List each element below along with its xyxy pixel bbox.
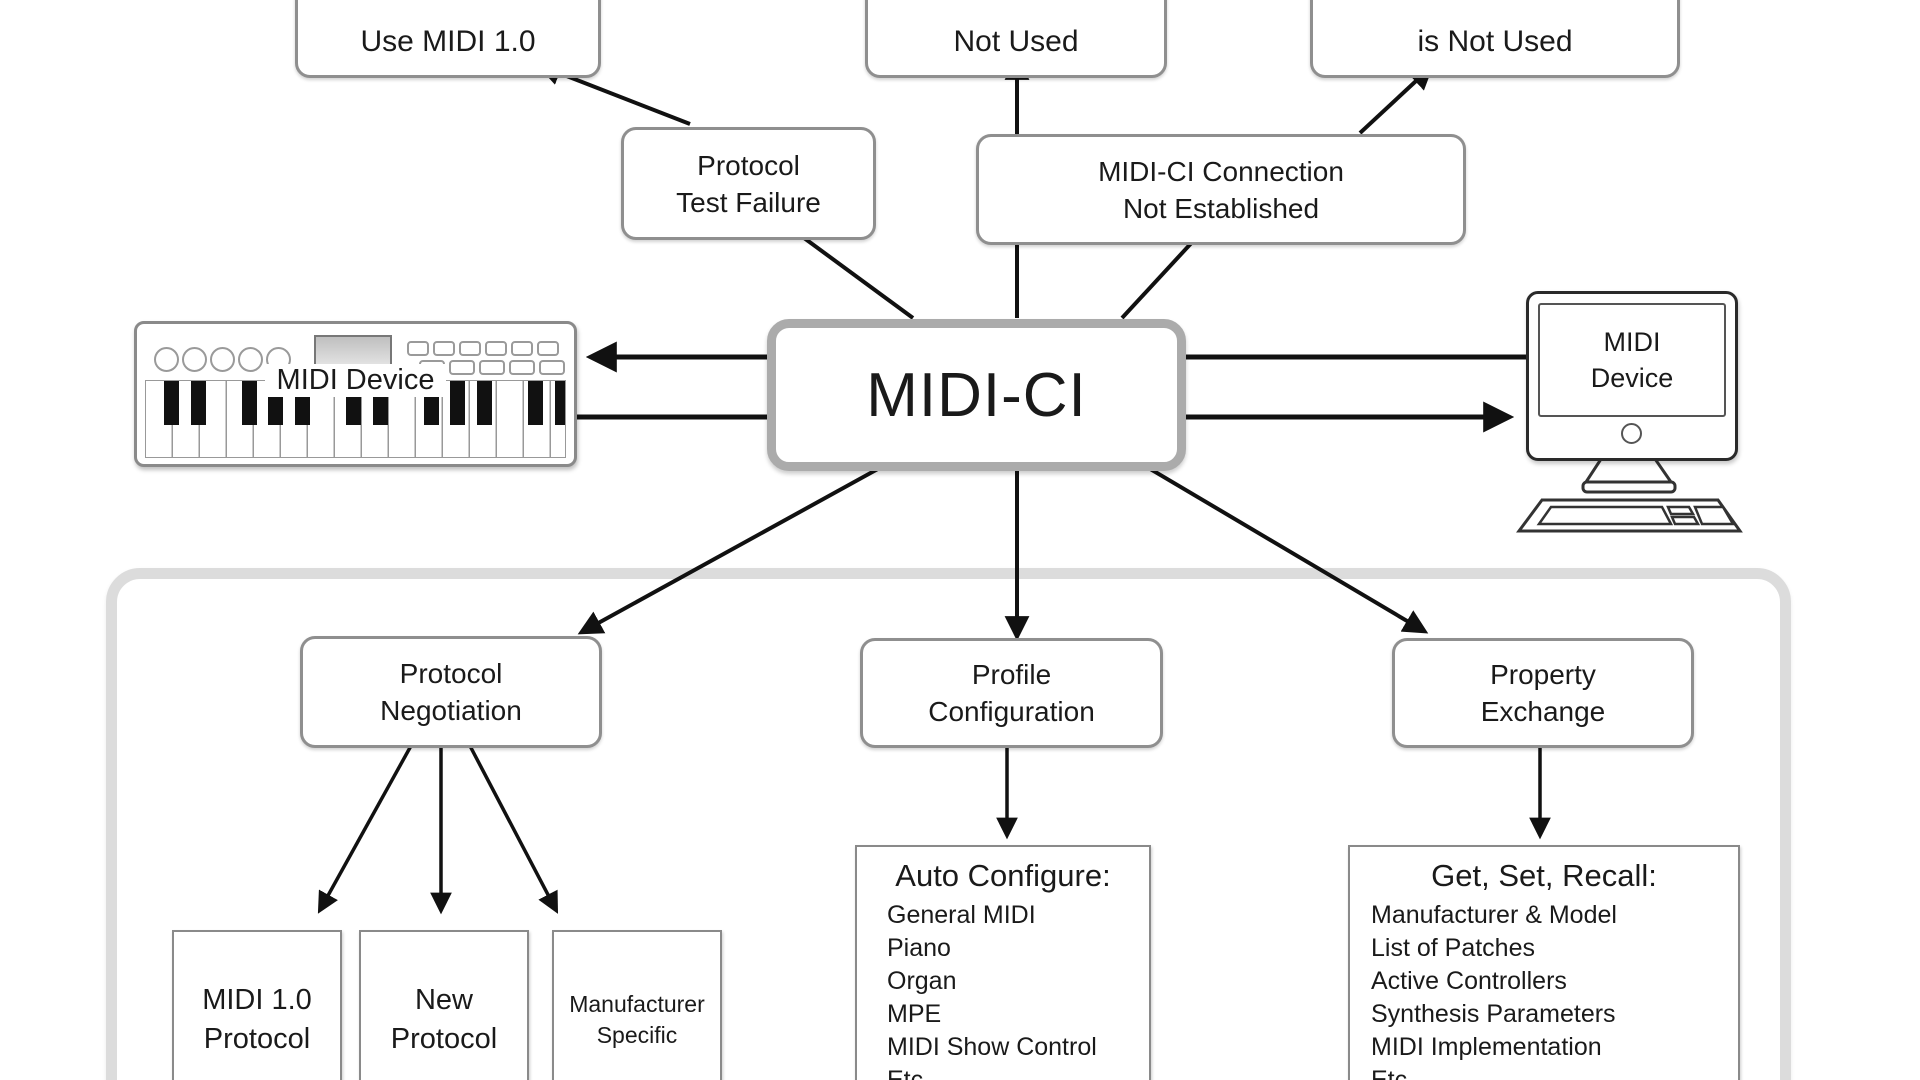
- computer-stand-and-keyboard: [1516, 454, 1743, 533]
- list-item: Synthesis Parameters: [1371, 1000, 1616, 1028]
- get-set-recall-list-box: Get, Set, Recall: Manufacturer & Model L…: [1348, 845, 1740, 1080]
- auto-configure-list-box: Auto Configure: General MIDI Piano Organ…: [855, 845, 1151, 1080]
- pad-button-icon: [537, 341, 559, 356]
- auto-configure-items: General MIDI Piano Organ MPE MIDI Show C…: [857, 899, 1149, 1080]
- capability-connectors: [577, 452, 1429, 641]
- property-exchange-line1: Property: [1490, 659, 1596, 690]
- auto-configure-title: Auto Configure:: [895, 858, 1111, 893]
- protocol-negotiation-line1: Protocol: [399, 658, 503, 689]
- profile-configuration-box: Profile Configuration: [860, 638, 1163, 748]
- device-connectors: [574, 341, 1526, 433]
- outcome-use-midi-box: Use MIDI 1.0: [295, 0, 601, 78]
- pad-button-icon: [433, 341, 455, 356]
- keyboard-device-label: MIDI Device: [137, 364, 574, 397]
- pad-button-icon: [449, 360, 475, 375]
- outcome-profile-not-used-box: Not Used: [865, 0, 1167, 78]
- profile-configuration-line1: Profile: [971, 659, 1052, 690]
- knob-icon: [182, 347, 207, 372]
- get-set-recall-title: Get, Set, Recall:: [1431, 858, 1657, 893]
- computer-device: MIDI Device: [1526, 291, 1738, 461]
- connection-not-established-line1: MIDI-CI Connection: [1098, 155, 1344, 187]
- option-midi10-line2: Protocol: [203, 1022, 311, 1055]
- keyboard-device: MIDI Device: [134, 321, 577, 467]
- outcome-property-not-used-box: is Not Used: [1310, 0, 1680, 78]
- list-item: Manufacturer & Model: [1371, 901, 1617, 929]
- pad-button-icon: [511, 341, 533, 356]
- pad-button-icon: [459, 341, 481, 356]
- connection-not-established-line2: Not Established: [1122, 192, 1320, 224]
- property-exchange-line2: Exchange: [1480, 696, 1606, 727]
- capabilities-container-outline: [106, 568, 1791, 1080]
- knob-icon: [238, 347, 263, 372]
- protocol-test-failure-box: Protocol Test Failure: [621, 127, 876, 240]
- midi-ci-label: MIDI-CI: [866, 360, 1087, 430]
- pad-button-icon: [479, 360, 505, 375]
- outcome-profile-not-used-label: Not Used: [953, 25, 1079, 58]
- camera-icon: [1621, 423, 1642, 444]
- profile-configuration-line2: Configuration: [928, 696, 1095, 727]
- computer-screen: MIDI Device: [1538, 303, 1726, 417]
- pad-button-icon: [509, 360, 535, 375]
- outcome-property-not-used-label: is Not Used: [1417, 25, 1573, 58]
- outcome-use-midi-label: Use MIDI 1.0: [360, 25, 536, 58]
- option-midi10-protocol-box: MIDI 1.0 Protocol: [172, 930, 342, 1080]
- condition-connectors: [536, 55, 1434, 320]
- protocol-negotiation-line2: Negotiation: [380, 695, 522, 726]
- pad-button-icon: [539, 360, 565, 375]
- list-item: MIDI Show Control: [887, 1033, 1097, 1061]
- pad-button-icon: [485, 341, 507, 356]
- option-manufacturer-line1: Manufacturer: [569, 990, 705, 1017]
- list-item: Etc.: [887, 1066, 931, 1080]
- option-midi10-line1: MIDI 1.0: [202, 983, 312, 1016]
- list-item: General MIDI: [887, 901, 1036, 929]
- get-set-recall-items: Manufacturer & Model List of Patches Act…: [1350, 899, 1738, 1080]
- list-item: MPE: [887, 1000, 942, 1028]
- option-connectors: [317, 743, 1551, 915]
- computer-device-label-line2: Device: [1590, 363, 1674, 393]
- protocol-test-failure-line1: Protocol: [697, 149, 800, 181]
- option-new-protocol-line2: Protocol: [390, 1022, 498, 1055]
- knob-icon: [210, 347, 235, 372]
- list-item: Piano: [887, 934, 951, 962]
- option-new-protocol-line1: New: [414, 983, 473, 1016]
- list-item: Organ: [887, 967, 957, 995]
- list-item: Etc.: [1371, 1066, 1415, 1080]
- property-exchange-box: Property Exchange: [1392, 638, 1694, 748]
- option-new-protocol-box: New Protocol: [359, 930, 529, 1080]
- list-item: List of Patches: [1371, 934, 1535, 962]
- list-item: Active Controllers: [1371, 967, 1567, 995]
- midi-ci-center-box: MIDI-CI: [767, 319, 1186, 471]
- list-item: MIDI Implementation: [1371, 1033, 1602, 1061]
- pad-button-icon: [407, 341, 429, 356]
- protocol-negotiation-box: Protocol Negotiation: [300, 636, 602, 748]
- option-manufacturer-specific-box: Manufacturer Specific: [552, 930, 722, 1080]
- protocol-test-failure-line2: Test Failure: [676, 186, 821, 218]
- computer-device-label-line1: MIDI: [1603, 327, 1661, 357]
- connection-not-established-box: MIDI-CI Connection Not Established: [976, 134, 1466, 245]
- knob-icon: [154, 347, 179, 372]
- option-manufacturer-line2: Specific: [596, 1021, 678, 1048]
